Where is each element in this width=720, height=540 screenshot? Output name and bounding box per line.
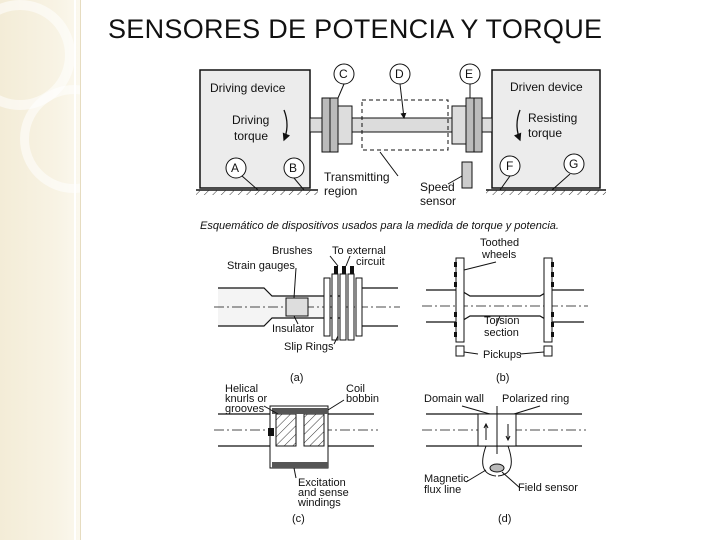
excitation-windings-label: and sense <box>298 487 349 499</box>
diagram-b-label: (b) <box>496 372 509 384</box>
driving-torque-label: torque <box>234 129 268 143</box>
strain-gauges-label: Strain gauges <box>227 260 295 272</box>
pickups-label: Pickups <box>483 349 522 361</box>
transmitting-region-label: Transmitting <box>324 170 390 184</box>
to-external-label: circuit <box>356 256 385 268</box>
driving-device-box <box>199 69 311 189</box>
domain-wall-label: Domain wall <box>424 393 484 405</box>
speed-sensor-label: sensor <box>420 194 456 208</box>
magnetic-flux-label: flux line <box>424 484 461 496</box>
helical-knurls-label: Helical <box>225 383 258 395</box>
field-sensor-label: Field sensor <box>518 482 578 494</box>
torsion-section-label: Torsion <box>484 315 519 327</box>
speed-sensor <box>461 161 473 189</box>
decorative-sidebar <box>0 0 81 540</box>
to-external-label: To external <box>332 245 386 257</box>
diagram-c-label: (c) <box>292 513 305 525</box>
diagram-d: Domain wall Polarized ring Magnetic flux… <box>422 393 586 525</box>
driving-device-label: Driving device <box>210 81 286 95</box>
diagram-d-label: (d) <box>498 513 511 525</box>
diagram-b: Toothed wheels Torsion section Pickups (… <box>422 237 588 384</box>
polarized-ring-label: Polarized ring <box>502 393 569 405</box>
transmitting-region-label: region <box>324 184 357 198</box>
diagram-a-label: (a) <box>290 372 303 384</box>
letter-f: F <box>506 159 513 173</box>
letter-b: B <box>289 161 297 175</box>
figure-caption: Esquemático de dispositivos usados para … <box>200 220 559 232</box>
driven-device-label: Driven device <box>510 80 583 94</box>
diagram-c: Helical knurls or grooves Coil bobbin Ex… <box>214 383 379 525</box>
sidebar-divider <box>74 0 76 540</box>
shaft <box>309 117 493 133</box>
helical-knurls-label: knurls or <box>225 393 268 405</box>
letter-a: A <box>231 161 239 175</box>
coil-bobbin-label: bobbin <box>346 393 379 405</box>
speed-sensor-label: Speed <box>420 180 455 194</box>
letter-d: D <box>395 67 404 81</box>
coil-bobbin-label: Coil <box>346 383 365 395</box>
helical-knurls-label: grooves <box>225 403 265 415</box>
driven-device-box <box>491 69 601 189</box>
excitation-windings-label: windings <box>297 497 341 509</box>
slide-title: SENSORES DE POTENCIA Y TORQUE <box>108 14 603 44</box>
resisting-torque-label: Resisting <box>528 111 577 125</box>
slip-rings-label: Slip Rings <box>284 341 334 353</box>
resisting-torque-label: torque <box>528 126 562 140</box>
letter-c: C <box>339 67 348 81</box>
magnetic-flux-label: Magnetic <box>424 473 469 485</box>
diagram-a: Brushes To external circuit Strain gauge… <box>214 245 400 384</box>
insulator-label: Insulator <box>272 323 315 335</box>
transmitting-region <box>361 99 449 151</box>
torsion-section-label: section <box>484 327 519 339</box>
driving-torque-label: Driving <box>232 113 269 127</box>
excitation-windings-label: Excitation <box>298 477 346 489</box>
toothed-wheels-label: Toothed <box>480 237 519 249</box>
toothed-wheels-label: wheels <box>481 249 517 261</box>
brushes-label: Brushes <box>272 245 313 257</box>
letter-g: G <box>569 157 578 171</box>
letter-e: E <box>465 67 473 81</box>
